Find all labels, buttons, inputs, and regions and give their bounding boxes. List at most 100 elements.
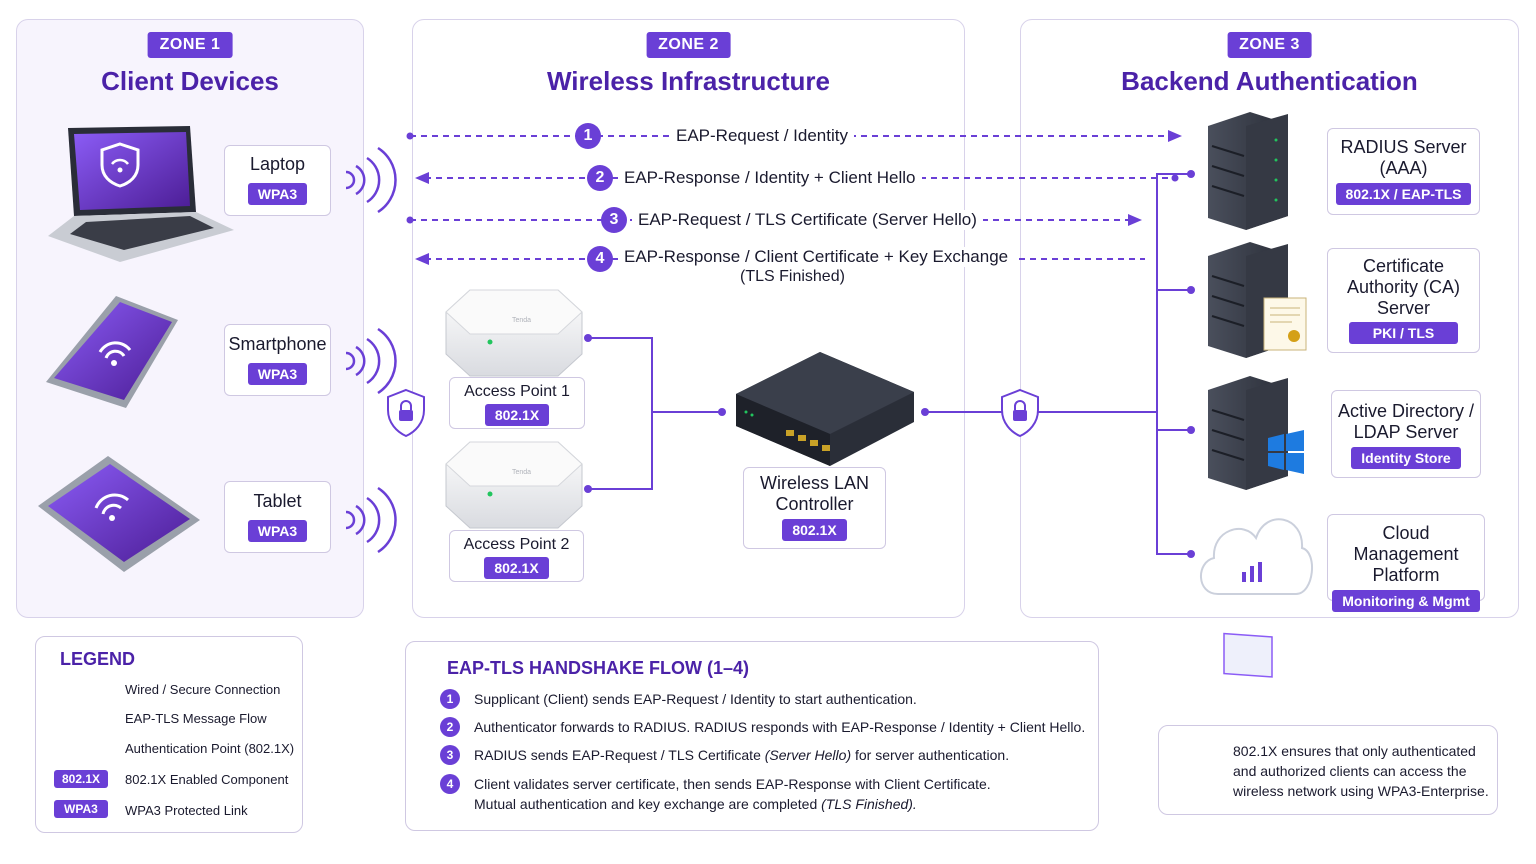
access-point-1-label: Access Point 1 802.1X xyxy=(449,377,585,429)
flow-title: EAP-TLS HANDSHAKE FLOW (1–4) xyxy=(447,658,750,678)
zone-tag: ZONE 1 xyxy=(147,32,233,58)
backend-line1: RADIUS Server xyxy=(1340,137,1467,157)
legend-wpa3-badge: WPA3 xyxy=(54,800,108,818)
wpa3-badge: WPA3 xyxy=(247,520,308,542)
client-name: Tablet xyxy=(253,491,302,511)
note-line: wireless network using WPA3-Enterprise. xyxy=(1233,783,1489,799)
backend-badge: PKI / TLS xyxy=(1348,322,1459,344)
wireless-lan-controller-icon xyxy=(736,352,914,466)
backend-line1: Active Directory / xyxy=(1337,401,1475,421)
legend-item: Authentication Point (802.1X) xyxy=(125,741,295,756)
zone-tag: ZONE 2 xyxy=(646,32,731,58)
cloud-platform-label: Cloud Management Platform Monitoring & M… xyxy=(1327,514,1485,612)
message-bold: EAP-Request xyxy=(676,126,779,145)
svg-text:Tenda: Tenda xyxy=(512,469,531,476)
backend-line2: Authority (CA) xyxy=(1346,277,1461,297)
radius-server-label: RADIUS Server (AAA) 802.1X / EAP-TLS xyxy=(1327,128,1480,215)
shield-icon xyxy=(1001,388,1039,438)
backend-badge: 802.1X / EAP-TLS xyxy=(1335,183,1472,205)
tablet-icon xyxy=(38,456,200,572)
flow-step-number: 1 xyxy=(440,689,460,709)
dot1x-badge: 802.1X xyxy=(782,519,847,541)
client-tablet-label: Tablet WPA3 xyxy=(224,481,331,553)
backend-line2: LDAP Server xyxy=(1353,422,1459,442)
flow-step-text: Client validates server certificate, the… xyxy=(474,776,991,792)
legend-item: 802.1X Enabled Component xyxy=(125,772,289,787)
legend-item: WPA3 Protected Link xyxy=(125,803,248,818)
flow-step-text: Authenticator forwards to RADIUS. RADIUS… xyxy=(474,719,1086,735)
client-smartphone-label: Smartphone WPA3 xyxy=(224,324,331,396)
backend-line2: (AAA) xyxy=(1379,158,1428,178)
smartphone-icon xyxy=(46,296,178,408)
flow-step-number: 3 xyxy=(440,745,460,765)
wifi-signal-icon xyxy=(345,146,397,554)
legend-title: LEGEND xyxy=(60,649,136,669)
flow-step-line2-italic: (TLS Finished). xyxy=(821,796,917,812)
message-rest: / Identity + Client Hello xyxy=(740,168,916,187)
zone-title: Client Devices xyxy=(101,66,279,96)
message-rest: / Identity xyxy=(779,126,848,145)
message-rest: / TLS Certificate (Server Hello) xyxy=(741,210,977,229)
ca-server-label: Certificate Authority (CA) Server PKI / … xyxy=(1327,248,1480,353)
client-name: Smartphone xyxy=(228,334,327,354)
backend-line1: Cloud Management xyxy=(1353,523,1459,564)
laptop-icon xyxy=(48,126,234,262)
flow-step-number: 2 xyxy=(440,717,460,737)
client-name: Laptop xyxy=(249,154,306,174)
wlc-name-line1: Wireless LAN xyxy=(759,473,870,493)
ldap-server-label: Active Directory / LDAP Server Identity … xyxy=(1331,390,1481,478)
message-bold: EAP-Response xyxy=(624,247,741,266)
legend-panel: LEGEND Wired / Secure Connection EAP-TLS… xyxy=(35,636,303,833)
client-laptop-label: Laptop WPA3 xyxy=(224,145,331,216)
wlc-name-line2: Controller xyxy=(775,494,854,514)
flow-step-text-a: RADIUS sends EAP-Request / TLS Certifica… xyxy=(474,747,765,763)
message-2: EAP-Response / Identity + Client Hello xyxy=(618,168,922,188)
backend-line1: Certificate xyxy=(1362,256,1445,276)
zone-title: Wireless Infrastructure xyxy=(547,66,830,96)
step-number: 4 xyxy=(587,246,613,272)
ap-name: Access Point 1 xyxy=(464,383,570,400)
message-3: EAP-Request / TLS Certificate (Server He… xyxy=(632,210,983,230)
wired-connections xyxy=(588,173,1191,555)
note-line: 802.1X ensures that only authenticated xyxy=(1233,743,1476,759)
flow-step-text-line2: Mutual authentication and key exchange a… xyxy=(474,796,917,812)
backend-line2: Platform xyxy=(1372,565,1440,585)
flow-step-text: RADIUS sends EAP-Request / TLS Certifica… xyxy=(474,747,1009,763)
zone-title: Backend Authentication xyxy=(1121,66,1418,96)
shield-icon xyxy=(387,388,425,438)
legend-item: EAP-TLS Message Flow xyxy=(125,711,267,726)
access-point-2-icon: Tenda xyxy=(445,441,583,529)
flow-step-text-italic: (Server Hello) xyxy=(764,747,852,763)
wlc-label: Wireless LAN Controller 802.1X xyxy=(743,467,886,549)
message-1: EAP-Request / Identity xyxy=(670,126,854,146)
flow-step-text-b: for server authentication. xyxy=(851,747,1010,763)
access-point-2-label: Access Point 2 802.1X xyxy=(449,530,584,582)
flow-step-text: Supplicant (Client) sends EAP-Request / … xyxy=(474,691,917,707)
handshake-flow-panel: EAP-TLS HANDSHAKE FLOW (1–4) 1 Supplican… xyxy=(405,641,1099,831)
legend-item: Wired / Secure Connection xyxy=(125,682,281,697)
message-arrows xyxy=(410,135,1175,260)
cloud-icon xyxy=(1200,518,1314,678)
flow-step-number: 4 xyxy=(440,774,460,794)
dot1x-badge: 802.1X xyxy=(484,557,549,579)
access-point-1-icon: Tenda xyxy=(445,289,583,377)
backend-badge: Identity Store xyxy=(1351,447,1461,469)
step-number: 3 xyxy=(601,207,627,233)
ca-server-icon xyxy=(1208,242,1307,358)
message-4-line2: (TLS Finished) xyxy=(740,268,845,285)
ap-name: Access Point 2 xyxy=(463,536,570,553)
message-4: EAP-Response / Client Certificate + Key … xyxy=(618,247,1015,267)
note-panel: 802.1X ensures that only authenticated a… xyxy=(1158,725,1498,815)
message-rest: / Client Certificate + Key Exchange xyxy=(740,247,1009,266)
wpa3-badge: WPA3 xyxy=(247,183,308,205)
step-number: 2 xyxy=(587,165,613,191)
wpa3-badge: WPA3 xyxy=(247,363,308,385)
message-bold: EAP-Request xyxy=(638,210,741,229)
step-number: 1 xyxy=(575,123,601,149)
legend-dot1x-badge: 802.1X xyxy=(54,770,109,788)
svg-text:Tenda: Tenda xyxy=(512,317,531,324)
backend-badge: Monitoring & Mgmt xyxy=(1332,590,1480,612)
message-bold: EAP-Response xyxy=(624,168,741,187)
ldap-server-icon xyxy=(1208,376,1304,490)
flow-step-line2-a: Mutual authentication and key exchange a… xyxy=(474,796,822,812)
